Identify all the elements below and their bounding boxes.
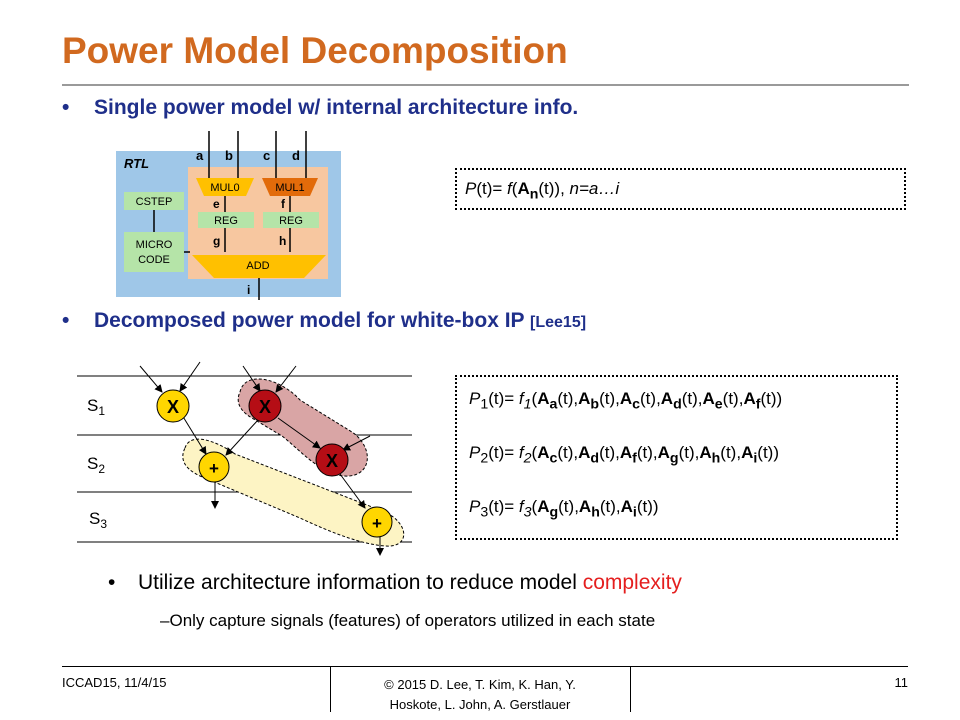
decomposed-equations: P1(t)= f1(Aa(t),Ab(t),Ac(t),Ad(t),Ae(t),… — [455, 375, 898, 540]
edge-x1-add1 — [181, 414, 207, 455]
cstep-block — [124, 192, 184, 210]
mul-node-s1-b-label: X — [259, 397, 271, 417]
bullet-single-model: • Single power model w/ internal architec… — [62, 96, 578, 120]
edge-in-x2-c — [242, 365, 261, 392]
eq1-range: n=a…i — [569, 179, 620, 198]
complexity-highlight: complexity — [582, 571, 682, 594]
mul-node-s1-b — [248, 389, 282, 423]
input-label-c: c — [263, 148, 270, 163]
rtl-label: RTL — [124, 156, 149, 171]
reg1-block — [198, 212, 254, 228]
micro-label: MICRO — [136, 239, 173, 251]
add-node-s2 — [198, 451, 230, 483]
microcode-block — [124, 232, 184, 272]
edge-in-x1-a — [139, 365, 163, 393]
input-label-b: b — [225, 148, 233, 163]
add-operator-group — [182, 438, 405, 547]
add-block — [192, 255, 326, 278]
mul-node-s1-a-label: X — [167, 397, 179, 417]
add-node-s3-label: + — [372, 514, 382, 533]
eq1-f: f — [507, 179, 512, 198]
citation: [Lee15] — [530, 314, 587, 331]
footer-rule — [62, 666, 908, 667]
edge-in-x2-d — [275, 365, 297, 393]
equation-p3: P3(t)= f3(Ag(t),Ah(t),Ai(t)) — [469, 497, 659, 521]
mul-node-s2 — [315, 443, 349, 477]
edge-x2-add1 — [225, 419, 259, 456]
add-label: ADD — [246, 260, 269, 272]
mul0-block — [196, 178, 254, 196]
footer-copyright-line1: © 2015 D. Lee, T. Kim, K. Han, Y. — [384, 677, 576, 692]
eq1-open: ( — [511, 179, 518, 198]
bullet-glyph: • — [108, 571, 116, 594]
title-divider — [62, 84, 909, 86]
signal-i: i — [247, 283, 250, 297]
dash-glyph: – — [160, 611, 170, 630]
bullet-utilize-architecture: • Utilize architecture information to red… — [108, 571, 682, 595]
bullet-decomposed-text: Decomposed power model for white-box IP — [94, 309, 531, 332]
edge-in-x1-b — [179, 361, 201, 392]
footer-divider-left — [330, 667, 331, 712]
mul0-label: MUL0 — [210, 182, 239, 194]
edge-in-x3 — [342, 435, 371, 451]
reg1-label: REG — [214, 215, 238, 227]
bullet-glyph: • — [62, 309, 70, 332]
signal-e: e — [213, 197, 220, 211]
footer-conference: ICCAD15, 11/4/15 — [62, 675, 167, 690]
add-node-s2-label: + — [209, 459, 219, 478]
eq1-n: n — [529, 186, 539, 203]
add-node-s3 — [361, 506, 393, 538]
input-label-a: a — [196, 148, 204, 163]
signal-g: g — [213, 234, 220, 248]
input-label-d: d — [292, 148, 300, 163]
footer-copyright-line2: Hoskote, L. John, A. Gerstlauer — [389, 697, 571, 712]
edge-x2-x3 — [277, 417, 321, 449]
mul-node-s2-label: X — [326, 451, 338, 471]
mul1-label: MUL1 — [275, 182, 304, 194]
state-label-s2: S2 — [87, 454, 105, 476]
footer-divider-right — [630, 667, 631, 712]
equation-p2: P2(t)= f2(Ac(t),Ad(t),Af(t),Ag(t),Ah(t),… — [469, 443, 780, 467]
code-label: CODE — [138, 254, 170, 266]
equation-p1: P1(t)= f1(Aa(t),Ab(t),Ac(t),Ad(t),Ae(t),… — [469, 389, 783, 413]
footer-copyright: © 2015 D. Lee, T. Kim, K. Han, Y. Hoskote… — [330, 675, 630, 715]
signal-f: f — [281, 197, 286, 211]
single-model-equation: P(t)= f(An(t)), n=a…i — [455, 168, 906, 210]
edge-x3-add2 — [339, 473, 366, 509]
reg2-block — [263, 212, 319, 228]
eq1-close: (t)), — [538, 179, 570, 198]
eq1-p: P — [465, 179, 477, 198]
reg2-label: REG — [279, 215, 303, 227]
cstep-label: CSTEP — [136, 196, 173, 208]
state-label-s1: S1 — [87, 396, 105, 418]
eq1-t: (t)= — [476, 179, 508, 198]
bullet-glyph: • — [62, 96, 70, 119]
state-label-s3: S3 — [89, 509, 107, 531]
bullet-utilize-text: Utilize architecture information to redu… — [138, 571, 583, 594]
mul1-block — [262, 178, 318, 196]
eq1-a: A — [517, 179, 530, 198]
slide-title: Power Model Decomposition — [62, 30, 568, 71]
page-number: 11 — [894, 675, 909, 690]
mul-node-s1-a — [156, 389, 190, 423]
bullet-decomposed-model: • Decomposed power model for white-box IP… — [62, 309, 586, 333]
signal-h: h — [279, 234, 286, 248]
sub-bullet-capture-signals: –Only capture signals (features) of oper… — [160, 611, 655, 631]
bullet-single-model-text: Single power model w/ internal architect… — [94, 96, 579, 119]
sub-bullet-text: Only capture signals (features) of opera… — [169, 611, 656, 630]
